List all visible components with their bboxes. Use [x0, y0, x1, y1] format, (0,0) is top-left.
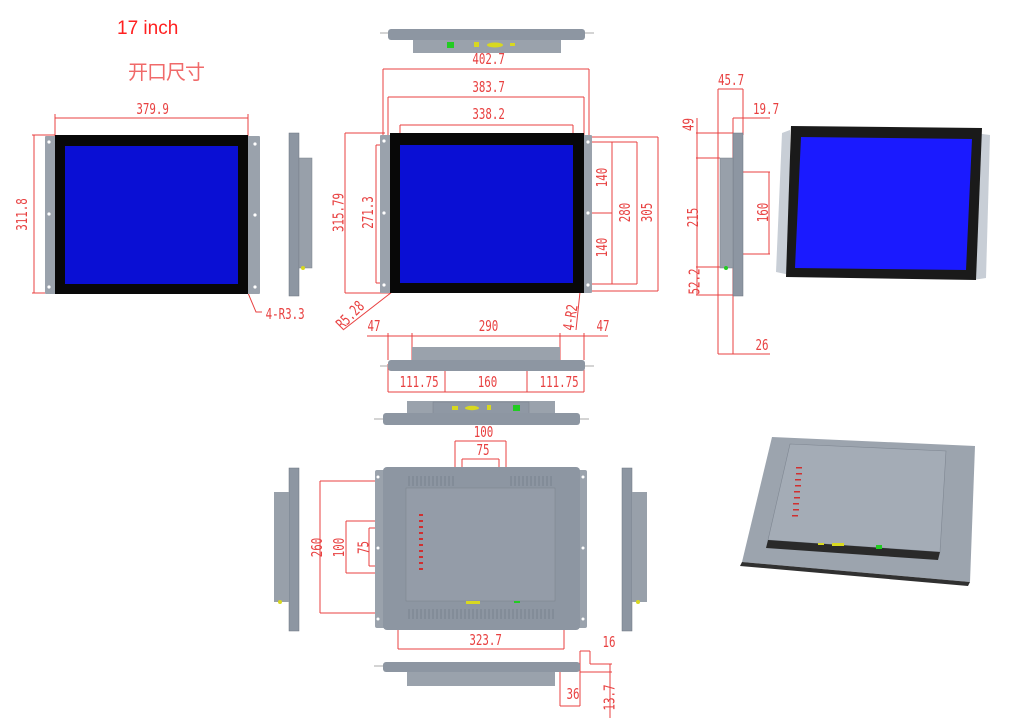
dim-right-140-top: 140	[593, 167, 612, 188]
dim-right-305: 305	[638, 202, 657, 223]
dim-corner-label: 4-R3.3	[265, 305, 305, 323]
dim-back-13: 13.7	[600, 684, 619, 711]
dim-side-49: 49	[679, 117, 698, 132]
dim-back-16: 16	[602, 633, 616, 651]
dim-top-383: 383.7	[472, 78, 505, 96]
dim-160: 160	[477, 373, 498, 391]
dim-height-label: 311.8	[13, 198, 32, 231]
dim-back-100: 100	[473, 423, 494, 441]
page-title: 17 inch	[117, 18, 179, 39]
dim-back-75-left: 75	[354, 540, 373, 555]
dim-back-36: 36	[566, 685, 580, 703]
dim-111-left: 111.75	[399, 373, 439, 391]
dim-side-215: 215	[684, 207, 703, 228]
dim-back-323: 323.7	[469, 631, 502, 649]
dim-side-160: 160	[754, 202, 773, 223]
dim-right-140-bottom: 140	[593, 237, 612, 258]
dim-top-402: 402.7	[472, 50, 505, 68]
dim-right-280: 280	[616, 202, 635, 223]
dim-side-52: 52.2	[685, 268, 704, 295]
dim-bottom-47-right: 47	[596, 317, 610, 335]
dim-bottom-47-left: 47	[367, 317, 381, 335]
dim-side-26: 26	[755, 336, 769, 354]
dim-111-right: 111.75	[539, 373, 579, 391]
dim-width-label: 379.9	[136, 100, 169, 118]
dim-left-271: 271.3	[359, 196, 378, 229]
dim-side-45: 45.7	[718, 71, 745, 89]
dim-top-338: 338.2	[472, 105, 505, 123]
dim-back-260: 260	[308, 537, 327, 558]
page-subtitle: 开口尺寸	[128, 60, 205, 84]
dim-left-315: 315.79	[329, 192, 348, 233]
dim-side-19: 19.7	[753, 100, 780, 118]
dim-back-75: 75	[476, 441, 490, 459]
dim-radius-r2: 4-R2	[559, 303, 582, 332]
dim-back-100-left: 100	[330, 537, 349, 558]
dim-bottom-290: 290	[478, 317, 499, 335]
